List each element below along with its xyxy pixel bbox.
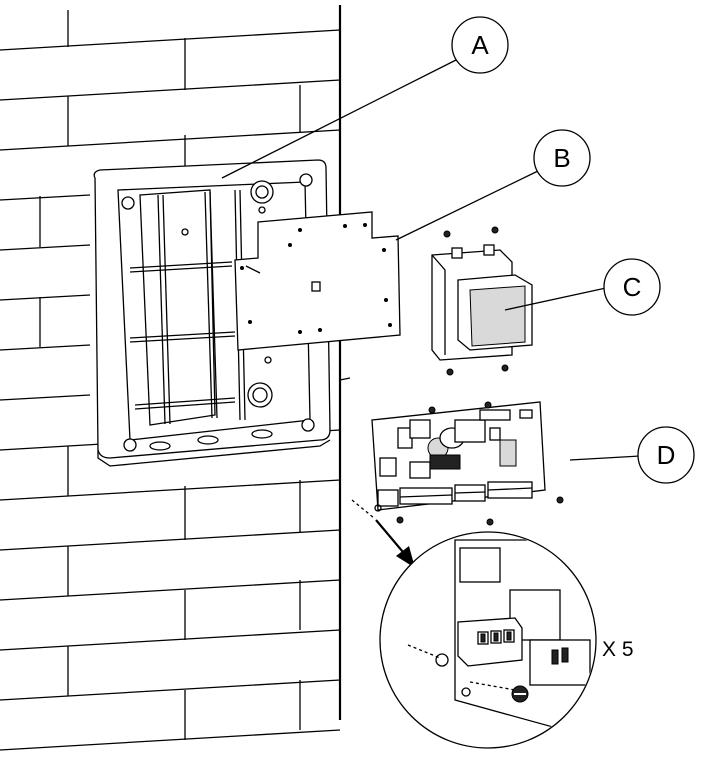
callout-leaders bbox=[221, 59, 641, 461]
callout-c: C bbox=[603, 258, 661, 316]
callout-b: B bbox=[533, 129, 591, 187]
callout-c-label: C bbox=[623, 272, 642, 302]
callout-d: D bbox=[637, 426, 695, 484]
callout-a-label: A bbox=[471, 30, 489, 60]
transformer bbox=[431, 226, 533, 376]
callout-d-label: D bbox=[657, 440, 676, 470]
callout-b-label: B bbox=[553, 143, 570, 173]
brick-wall bbox=[0, 10, 341, 751]
control-board bbox=[371, 401, 564, 526]
detail-pointer-arrow bbox=[351, 499, 415, 568]
mounting-plate bbox=[234, 211, 401, 351]
quantity-label: X 5 bbox=[602, 638, 634, 661]
callout-a: A bbox=[451, 16, 509, 74]
detail-circle bbox=[379, 531, 597, 749]
